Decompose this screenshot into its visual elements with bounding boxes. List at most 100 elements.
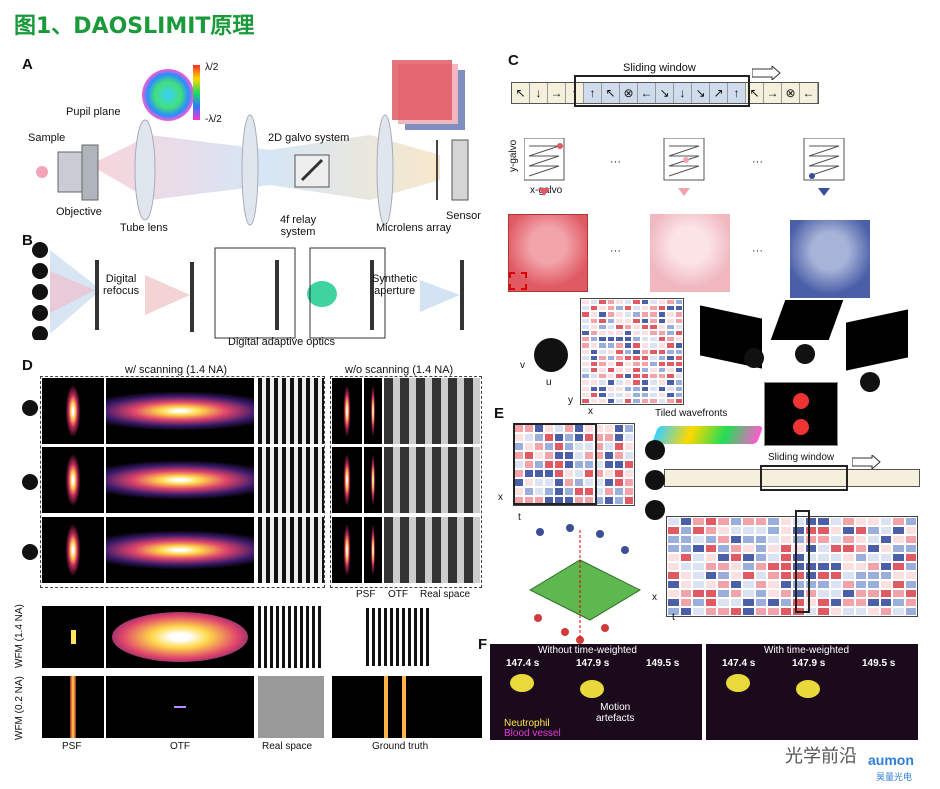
- grid-cell: [589, 398, 598, 405]
- d-image-psf: [42, 447, 104, 513]
- d-psf-label: PSF: [356, 589, 376, 600]
- grid-cell: [666, 342, 675, 349]
- grid-cell: [594, 460, 604, 469]
- f-with-panel: With time-weighted 147.4 s 147.9 s 149.5…: [706, 644, 918, 740]
- grid-cell: [679, 526, 692, 535]
- grid-cell: [632, 398, 641, 405]
- grid-cell: [879, 535, 892, 544]
- grid-cell: [817, 589, 830, 598]
- grid-cell: [574, 487, 584, 496]
- grid-cell: [640, 379, 649, 386]
- grid-cell: [817, 535, 830, 544]
- grid-cell: [904, 517, 917, 526]
- d-image-otf2: [364, 378, 382, 444]
- panel-a-label: A: [22, 56, 33, 73]
- grid-cell: [615, 336, 624, 343]
- grid-cell: [892, 580, 905, 589]
- grid-cell: [649, 385, 658, 392]
- colorbar-bottom-label: -λ/2: [205, 114, 222, 125]
- grid-cell: [604, 424, 614, 433]
- e-right-arrow-icon: [852, 455, 881, 469]
- grid-cell: [581, 329, 590, 337]
- grid-cell: [640, 342, 649, 349]
- grid-cell: [624, 469, 634, 478]
- grid-cell: [615, 367, 624, 374]
- grid-cell: [594, 424, 604, 433]
- grid-cell: [615, 360, 624, 368]
- grid-cell: [804, 571, 817, 580]
- pupil-plane-label: Pupil plane: [66, 106, 121, 118]
- grid-cell: [679, 562, 692, 571]
- wfm14-real: [258, 606, 324, 668]
- grid-cell: [854, 562, 867, 571]
- grid-cell: [674, 323, 683, 330]
- grid-cell: [649, 323, 658, 330]
- grid-cell: [581, 398, 590, 405]
- d-image-psf: [42, 378, 104, 444]
- grid-cell: [554, 433, 564, 442]
- tiled-wavefronts-label: Tiled wavefronts: [655, 408, 728, 419]
- grid-cell: [817, 553, 830, 562]
- grid-cell: [792, 580, 805, 589]
- grid-cell: [892, 553, 905, 562]
- grid-cell: [589, 348, 598, 355]
- grid-cell: [640, 367, 649, 374]
- grid-cell: [589, 379, 598, 386]
- d-image-real: [258, 517, 324, 583]
- grid-cell: [574, 451, 584, 460]
- grid-cell: [879, 580, 892, 589]
- grid-cell: [604, 442, 614, 451]
- grid-cell: [657, 317, 666, 324]
- grid-cell: [667, 580, 680, 589]
- e2-axis-t: t: [672, 612, 675, 623]
- grid-cell: [817, 562, 830, 571]
- grid-cell: [667, 535, 680, 544]
- grid-cell: [554, 469, 564, 478]
- grid-cell: [581, 354, 590, 361]
- grid-cell: [854, 517, 867, 526]
- grid-cell: [649, 317, 658, 324]
- grid-cell: [623, 305, 632, 312]
- grid-cell: [666, 385, 675, 392]
- panel-f-label: F: [478, 636, 488, 653]
- grid-cell: [666, 379, 675, 386]
- grid-cell: [904, 598, 917, 607]
- grid-cell: [667, 544, 680, 553]
- grid-cell: [792, 571, 805, 580]
- grid-cell: [581, 385, 590, 392]
- objective-label: Objective: [56, 206, 102, 218]
- e-axis-t: t: [518, 512, 521, 523]
- aperture-icon: [534, 338, 568, 372]
- grid-cell: [632, 311, 641, 318]
- grid-cell: [754, 580, 767, 589]
- grid-cell: [623, 317, 632, 324]
- grid-cell: [867, 571, 880, 580]
- grid-e2-window: [795, 510, 810, 613]
- grid-cell: [615, 391, 624, 398]
- red-microlens-image: [508, 214, 588, 292]
- blue-microlens-image: [790, 220, 870, 298]
- grid-cell: [632, 367, 641, 374]
- grid-cell: [589, 354, 598, 361]
- dao-label: Digital adaptive optics: [228, 336, 336, 348]
- panel-d-label: D: [22, 357, 33, 374]
- grid-cell: [534, 460, 544, 469]
- grid-cell: [606, 373, 615, 380]
- grid-cell: [692, 562, 705, 571]
- grid-cell: [534, 487, 544, 496]
- panel-b-label: B: [22, 232, 33, 249]
- grid-cell: [729, 562, 742, 571]
- grid-cell: [614, 487, 624, 496]
- without-scanning-frame: [330, 376, 482, 588]
- grid-cell: [564, 451, 574, 460]
- grid-cell: [829, 535, 842, 544]
- grid-cell: [729, 571, 742, 580]
- grid-cell: [581, 305, 590, 312]
- d-image-psf2: [332, 447, 362, 513]
- grid-cell: [804, 553, 817, 562]
- grid-cell: [649, 329, 658, 337]
- e-sliding-frame: [760, 465, 848, 491]
- grid-cell: [892, 571, 905, 580]
- d-image-otf2: [364, 517, 382, 583]
